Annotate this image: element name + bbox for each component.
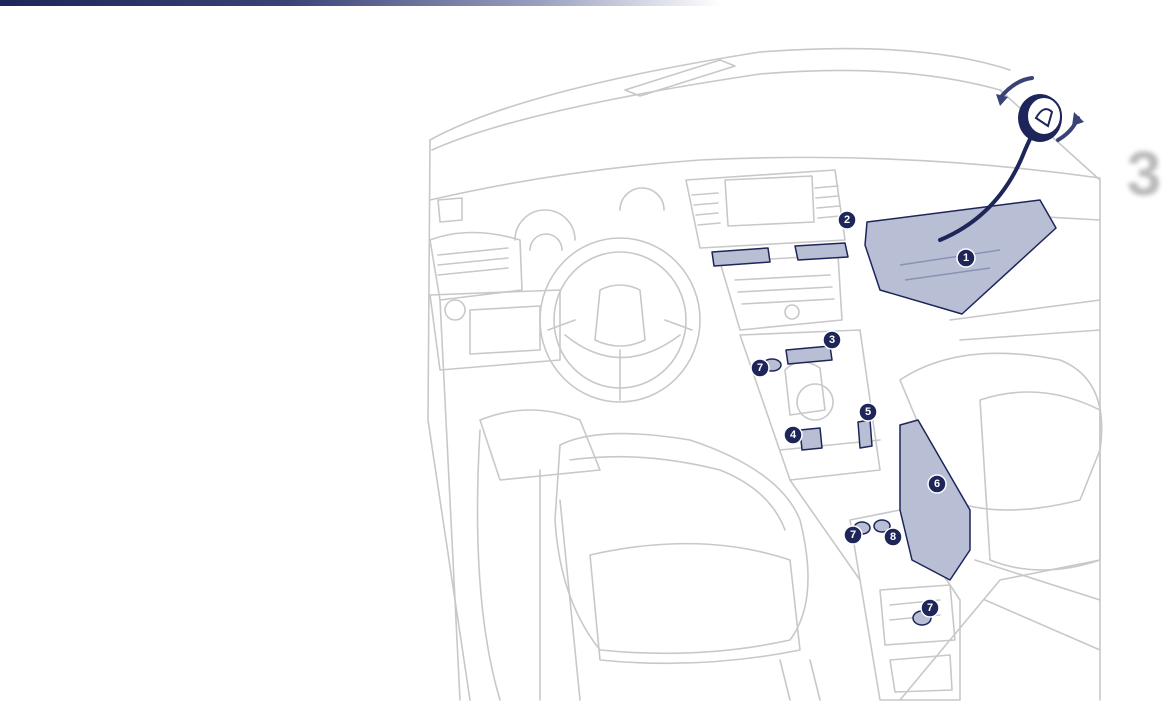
dash-tray-right-highlight bbox=[795, 243, 848, 260]
svg-text:4: 4 bbox=[790, 429, 797, 441]
callout-3: 3 bbox=[823, 331, 841, 349]
slot-highlight bbox=[858, 420, 872, 448]
console-tray-highlight bbox=[786, 346, 832, 364]
svg-text:7: 7 bbox=[757, 362, 763, 374]
svg-text:7: 7 bbox=[850, 529, 856, 541]
small-bin-highlight bbox=[800, 428, 822, 450]
storage-highlights bbox=[712, 200, 1056, 625]
svg-text:5: 5 bbox=[865, 406, 871, 418]
svg-text:1: 1 bbox=[963, 252, 969, 264]
callout-7-front: 7 bbox=[751, 359, 769, 377]
callout-5: 5 bbox=[859, 403, 877, 421]
armrest-compartment-highlight bbox=[900, 420, 970, 580]
callout-6: 6 bbox=[928, 475, 946, 493]
callout-4: 4 bbox=[784, 426, 802, 444]
callout-8: 8 bbox=[884, 528, 902, 546]
callout-7-rear: 7 bbox=[921, 599, 939, 617]
svg-text:6: 6 bbox=[934, 478, 940, 490]
dash-tray-left-highlight bbox=[712, 248, 770, 266]
callout-7-mid: 7 bbox=[844, 526, 862, 544]
callout-2: 2 bbox=[838, 211, 856, 229]
svg-text:3: 3 bbox=[829, 334, 835, 346]
svg-text:7: 7 bbox=[927, 602, 933, 614]
svg-text:2: 2 bbox=[844, 214, 850, 226]
callout-1: 1 bbox=[957, 249, 975, 267]
svg-text:8: 8 bbox=[890, 531, 896, 543]
